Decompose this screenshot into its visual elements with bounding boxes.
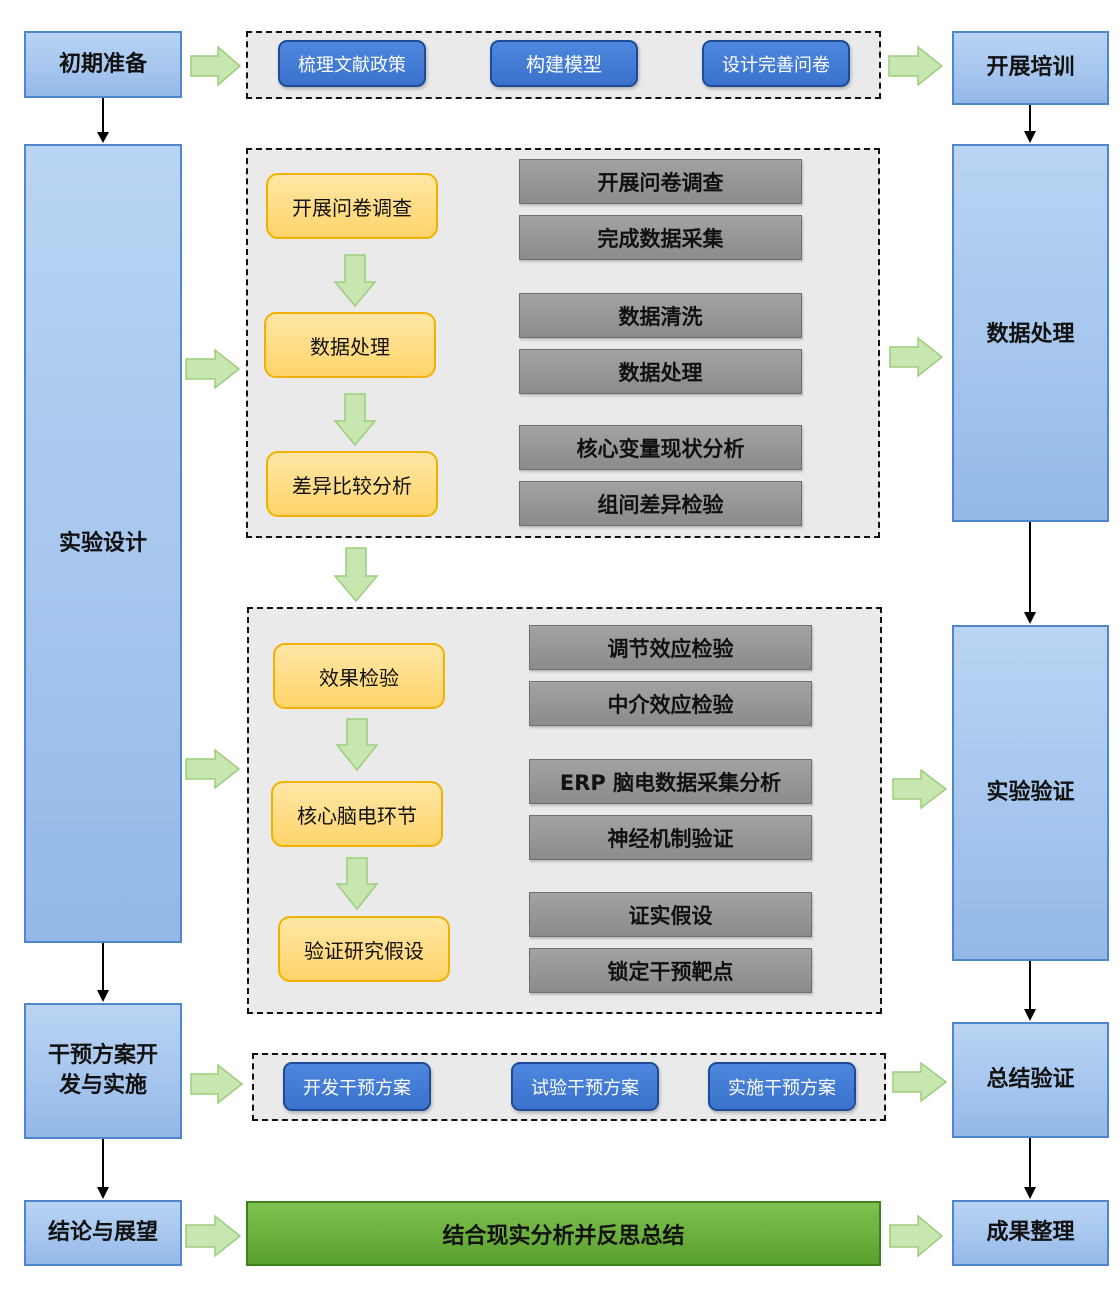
green-arrow-right-icon [190, 1063, 244, 1105]
prep-step-model: 构建模型 [490, 40, 638, 87]
prep-box: 初期准备 [24, 31, 182, 98]
intervention-label: 干预方案开发与实施 [47, 1043, 158, 1098]
green-arrow-right-icon [185, 748, 241, 790]
right-connectors [1024, 105, 1036, 1199]
intervention-step-trial: 试验干预方案 [511, 1062, 659, 1111]
green-right-arrows-2 [888, 45, 948, 1258]
results-box: 成果整理 [952, 1200, 1109, 1266]
data-processing-box: 数据处理 [952, 144, 1109, 522]
green-arrow-down-icon [333, 254, 377, 308]
conclusion-bar: 结合现实分析并反思总结 [246, 1201, 881, 1266]
results-label: 成果整理 [986, 1220, 1075, 1246]
green-arrow-down-icon [333, 547, 379, 603]
stage2-detail-moderation: 调节效应检验 [529, 625, 812, 670]
summary-label: 总结验证 [986, 1067, 1075, 1093]
stage2-step-hypothesis: 验证研究假设 [278, 916, 450, 982]
intervention-step-develop: 开发干预方案 [283, 1062, 431, 1111]
stage2-step-label: 效果检验 [319, 665, 399, 690]
green-arrow-right-icon [889, 1214, 944, 1258]
green-arrow-right-icon [888, 45, 944, 87]
stage1-detail-label: 开展问卷调查 [597, 170, 724, 195]
stage2-detail-mediation: 中介效应检验 [529, 681, 812, 726]
stage2-step-effect: 效果检验 [273, 643, 445, 709]
stage2-detail-neural: 神经机制验证 [529, 815, 812, 860]
intervention-step-implement: 实施干预方案 [708, 1062, 856, 1111]
green-arrow-right-icon [892, 768, 948, 810]
intervention-step-label: 开发干预方案 [303, 1077, 411, 1099]
stage1-detail-survey: 开展问卷调查 [519, 159, 802, 204]
data-processing-label: 数据处理 [986, 322, 1075, 347]
prep-step-label: 设计完善问卷 [722, 54, 830, 76]
stage2-detail-label: 中介效应检验 [607, 692, 734, 717]
green-down-arrows [333, 254, 379, 911]
stage1-detail-label: 核心变量现状分析 [576, 436, 745, 461]
arrowhead-icon [1024, 131, 1036, 143]
green-arrow-right-icon [190, 45, 242, 87]
prep-step-literature: 梳理文献政策 [278, 40, 426, 87]
stage2-detail-target: 锁定干预靶点 [529, 948, 812, 993]
stage1-detail-label: 数据处理 [618, 360, 703, 385]
stage1-detail-label: 数据清洗 [618, 304, 703, 329]
training-box: 开展培训 [952, 31, 1109, 105]
prep-step-label: 构建模型 [525, 54, 602, 76]
training-label: 开展培训 [986, 55, 1075, 81]
arrowhead-icon [1024, 1009, 1036, 1021]
prep-label: 初期准备 [58, 51, 147, 77]
arrowhead-icon [97, 990, 109, 1002]
green-arrow-down-icon [335, 857, 379, 911]
stage1-detail-cleaning: 数据清洗 [519, 293, 802, 338]
design-label: 实验设计 [58, 530, 147, 556]
left-connectors [97, 98, 109, 1199]
intervention-step-label: 实施干预方案 [728, 1077, 836, 1099]
green-arrow-down-icon [335, 718, 379, 772]
arrowhead-icon [1024, 1187, 1036, 1199]
stage1-step-label: 数据处理 [310, 334, 390, 359]
stage1-step-label: 差异比较分析 [292, 473, 412, 498]
stage2-step-label: 核心脑电环节 [297, 803, 417, 828]
green-arrow-right-icon [185, 348, 241, 390]
stage1-detail-status: 核心变量现状分析 [519, 425, 802, 470]
conclusion-label: 结论与展望 [47, 1220, 158, 1246]
stage2-detail-label: ERP 脑电数据采集分析 [559, 770, 782, 795]
stage1-detail-label: 完成数据采集 [597, 226, 724, 251]
green-arrow-right-icon [889, 336, 944, 378]
stage2-detail-erp: ERP 脑电数据采集分析 [529, 759, 812, 804]
stage2-detail-confirm: 证实假设 [529, 892, 812, 937]
arrowhead-icon [97, 1187, 109, 1199]
green-arrow-right-icon [892, 1061, 948, 1103]
stage1-detail-collection: 完成数据采集 [519, 215, 802, 260]
stage1-detail-label: 组间差异检验 [597, 492, 724, 517]
stage2-step-label: 验证研究假设 [304, 938, 424, 963]
prep-step-label: 梳理文献政策 [298, 54, 406, 76]
green-arrow-down-icon [333, 393, 377, 447]
green-arrow-right-icon [185, 1214, 242, 1258]
stage2-detail-label: 锁定干预靶点 [607, 959, 734, 984]
stage2-detail-label: 神经机制验证 [607, 826, 734, 851]
summary-box: 总结验证 [952, 1022, 1109, 1138]
design-box: 实验设计 [24, 144, 182, 943]
stage1-step-comparison: 差异比较分析 [266, 451, 438, 517]
intervention-box: 干预方案开发与实施 [24, 1003, 182, 1139]
stage2-detail-label: 调节效应检验 [607, 636, 734, 661]
stage1-step-label: 开展问卷调查 [292, 195, 412, 220]
arrowhead-icon [1024, 612, 1036, 624]
stage1-step-processing: 数据处理 [264, 312, 436, 378]
stage1-detail-processing: 数据处理 [519, 349, 802, 394]
conclusion-bar-label: 结合现实分析并反思总结 [442, 1223, 685, 1249]
prep-step-questionnaire: 设计完善问卷 [702, 40, 850, 87]
validation-box: 实验验证 [952, 625, 1109, 961]
stage1-detail-difference: 组间差异检验 [519, 481, 802, 526]
intervention-step-label: 试验干预方案 [531, 1077, 639, 1099]
conclusion-box: 结论与展望 [24, 1200, 182, 1266]
arrowhead-icon [97, 132, 109, 143]
stage2-step-eeg: 核心脑电环节 [271, 781, 443, 847]
stage1-step-survey: 开展问卷调查 [266, 173, 438, 239]
green-right-arrows [185, 45, 244, 1258]
validation-label: 实验验证 [986, 780, 1075, 806]
stage2-detail-label: 证实假设 [628, 903, 713, 928]
